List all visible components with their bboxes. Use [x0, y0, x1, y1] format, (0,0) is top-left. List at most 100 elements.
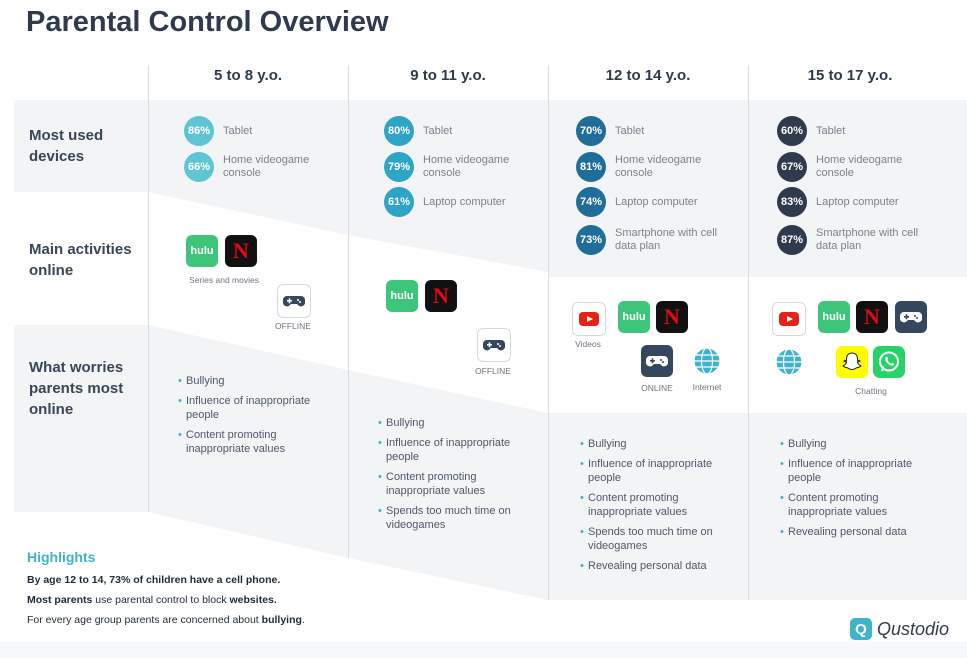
youtube-icon	[572, 302, 606, 336]
device-item: 66% Home videogame console	[184, 152, 323, 182]
whatsapp-icon	[873, 346, 905, 378]
device-item: 79% Home videogame console	[384, 152, 523, 182]
device-label: Smartphone with cell data plan	[816, 227, 919, 252]
caption-videos: Videos	[575, 339, 601, 349]
list-item: Content promoting inappropriate values	[178, 428, 338, 456]
column-header-15-17: 15 to 17 y.o.	[807, 67, 893, 84]
column-divider	[148, 65, 149, 512]
list-item: Bullying	[178, 374, 338, 388]
device-item: 61% Laptop computer	[384, 187, 533, 217]
device-label: Home videogame console	[423, 154, 510, 179]
column-divider	[348, 65, 349, 558]
percent-badge: 87%	[777, 225, 807, 255]
list-item: Revealing personal data	[780, 525, 940, 539]
caption-chatting: Chatting	[855, 386, 887, 396]
list-item: Content promoting inappropriate values	[580, 491, 740, 519]
list-item: Bullying	[780, 437, 940, 451]
percent-badge: 74%	[576, 187, 606, 217]
column-header-5-8: 5 to 8 y.o.	[213, 67, 283, 84]
device-item: 81% Home videogame console	[576, 152, 715, 182]
list-item: Influence of inappropriate people	[580, 457, 740, 485]
device-item: 67% Home videogame console	[777, 152, 916, 182]
device-label: Tablet	[223, 124, 253, 137]
device-label: Tablet	[423, 124, 453, 137]
brand-name: Qustodio	[876, 618, 949, 639]
qustodio-logo: Q Qustodio	[849, 618, 949, 640]
gamepad-icon	[895, 301, 927, 333]
hulu-icon: hulu	[186, 235, 218, 267]
percent-badge: 61%	[384, 187, 414, 217]
page-title: Parental Control Overview	[26, 6, 389, 38]
device-item: 80% Tablet	[384, 116, 533, 146]
highlights-title: Highlights	[27, 549, 96, 565]
snapchat-icon	[836, 346, 868, 378]
device-label: Laptop computer	[615, 195, 698, 208]
list-item: Influence of inappropriate people	[378, 436, 538, 464]
device-item: 73% Smartphone with cell data plan	[576, 225, 725, 255]
column-header-9-11: 9 to 11 y.o.	[410, 67, 486, 84]
list-item: Spends too much time on videogames	[580, 525, 740, 553]
column-divider	[548, 65, 549, 600]
worries-list-5-8: Bullying Influence of inappropriate peop…	[178, 374, 338, 462]
caption-internet: Internet	[692, 382, 722, 392]
worries-list-9-11: Bullying Influence of inappropriate peop…	[378, 416, 538, 538]
highlight-line-3: For every age group parents are concerne…	[27, 614, 305, 626]
worries-list-15-17: Bullying Influence of inappropriate peop…	[780, 437, 940, 545]
device-label: Laptop computer	[423, 195, 506, 208]
globe-icon	[775, 348, 803, 376]
device-item: 86% Tablet	[184, 116, 333, 146]
gamepad-icon	[277, 284, 311, 318]
device-item: 70% Tablet	[576, 116, 725, 146]
list-item: Spends too much time on videogames	[378, 504, 538, 532]
worries-list-12-14: Bullying Influence of inappropriate peop…	[580, 437, 740, 579]
percent-badge: 81%	[576, 152, 606, 182]
hulu-icon: hulu	[618, 301, 650, 333]
column-header-12-14: 12 to 14 y.o.	[605, 67, 691, 84]
column-divider	[748, 65, 749, 600]
netflix-icon: N	[856, 301, 888, 333]
percent-badge: 79%	[384, 152, 414, 182]
list-item: Influence of inappropriate people	[178, 394, 338, 422]
percent-badge: 60%	[777, 116, 807, 146]
globe-icon	[693, 347, 721, 375]
device-item: 83% Laptop computer	[777, 187, 926, 217]
youtube-icon	[772, 302, 806, 336]
qustodio-q-icon: Q	[849, 618, 872, 640]
netflix-icon: N	[425, 280, 457, 312]
device-label: Tablet	[816, 124, 846, 137]
row-label-worries: What worries parents most online	[29, 359, 124, 418]
device-label: Home videogame console	[615, 154, 702, 179]
percent-badge: 66%	[184, 152, 214, 182]
highlight-line-1: By age 12 to 14, 73% of children have a …	[27, 574, 281, 586]
percent-badge: 70%	[576, 116, 606, 146]
list-item: Revealing personal data	[580, 559, 740, 573]
device-label: Home videogame console	[223, 154, 310, 179]
list-item: Influence of inappropriate people	[780, 457, 940, 485]
netflix-icon: N	[656, 301, 688, 333]
hulu-icon: hulu	[386, 280, 418, 312]
netflix-icon: N	[225, 235, 257, 267]
device-label: Tablet	[615, 124, 645, 137]
gamepad-icon	[641, 345, 673, 377]
percent-badge: 67%	[777, 152, 807, 182]
device-item: 60% Tablet	[777, 116, 926, 146]
list-item: Content promoting inappropriate values	[378, 470, 538, 498]
row-label-devices: Most used devices	[29, 127, 104, 165]
percent-badge: 80%	[384, 116, 414, 146]
percent-badge: 86%	[184, 116, 214, 146]
list-item: Content promoting inappropriate values	[780, 491, 940, 519]
row-label-activities: Main activities online	[29, 241, 132, 279]
device-label: Smartphone with cell data plan	[615, 227, 718, 252]
list-item: Bullying	[580, 437, 740, 451]
device-label: Home videogame console	[816, 154, 903, 179]
device-label: Laptop computer	[816, 195, 899, 208]
list-item: Bullying	[378, 416, 538, 430]
hulu-icon: hulu	[818, 301, 850, 333]
highlight-line-2: Most parents use parental control to blo…	[27, 594, 277, 606]
device-item: 87% Smartphone with cell data plan	[777, 225, 926, 255]
caption-series-movies: Series and movies	[189, 275, 259, 285]
gamepad-icon	[477, 328, 511, 362]
caption-offline: OFFLINE	[475, 366, 511, 376]
percent-badge: 73%	[576, 225, 606, 255]
caption-online: ONLINE	[641, 383, 673, 393]
